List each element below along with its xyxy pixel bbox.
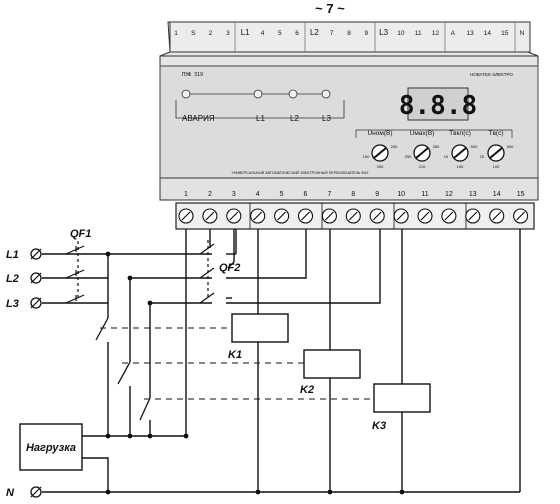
bottom-terminal-number: 14	[493, 191, 501, 198]
knob-label: Uмах(В)	[410, 130, 435, 137]
line-label: L2	[6, 273, 19, 285]
device-number: ~ 7 ~	[315, 1, 345, 16]
bottom-terminal-number: 3	[232, 191, 236, 198]
device-brand: НОВАТЕК-ЭЛЕКТРО	[470, 72, 513, 77]
device-model: ПЭФ 319	[182, 72, 203, 78]
top-terminal-label: 9	[364, 30, 368, 37]
knob-tick: 600	[471, 144, 478, 149]
bottom-terminal-number: 9	[375, 191, 379, 198]
knob-tick: 20	[480, 154, 485, 159]
top-terminal-label: 2	[209, 30, 213, 37]
load-box	[19, 423, 83, 471]
k3-coil	[373, 383, 431, 413]
top-terminal-label: 10	[397, 30, 405, 37]
knob-tick: 10	[444, 154, 449, 159]
top-terminal-strip	[169, 21, 531, 53]
k1-label: K1	[228, 349, 242, 361]
l2-led	[288, 89, 298, 99]
qf2-label: QF2	[219, 262, 240, 274]
top-terminal-label: A	[451, 30, 456, 37]
alarm-led	[181, 89, 191, 99]
terminal-screws	[178, 203, 529, 229]
bottom-terminal-number: 10	[397, 191, 405, 198]
top-terminal-label: 15	[501, 30, 509, 37]
knob-label: Tвкл(с)	[449, 130, 471, 137]
load-label: Нагрузка	[26, 442, 76, 454]
line-label: L1	[6, 249, 19, 261]
top-terminal-label: 12	[432, 30, 440, 37]
bottom-terminal-number: 11	[421, 191, 428, 198]
l3-led	[321, 89, 331, 99]
setting-knobs: Uном(В) 150 250 200 Uмах(В) 250 210 280 Tвкл(с) 1…	[363, 130, 514, 169]
qf2-breaker	[199, 240, 215, 304]
bottom-terminal-number: 7	[327, 191, 331, 198]
bottom-terminal-number: 13	[469, 191, 477, 198]
top-terminal-label: 11	[415, 30, 422, 37]
k2-label: K2	[300, 384, 314, 396]
knob-label: Uном(В)	[367, 130, 392, 137]
top-terminal-label: 8	[347, 30, 351, 37]
l3-label: L3	[322, 114, 331, 123]
device-caption: УНИВЕРСАЛЬНЫЙ АВТОМАТИЧЕСКИЙ ЭЛЕКТРОННЫЙ…	[232, 171, 369, 175]
top-terminal-label: 5	[278, 30, 282, 37]
knob-tick: 100	[457, 164, 464, 169]
l2-label: L2	[290, 114, 299, 123]
l1-led	[253, 89, 263, 99]
top-terminal-label: 6	[295, 30, 299, 37]
knob-tick: 100	[493, 164, 500, 169]
bottom-terminal-number: 15	[517, 191, 525, 198]
bottom-terminal-number: 6	[304, 191, 308, 198]
top-terminal-label: L1	[241, 28, 250, 37]
line-label: L3	[6, 298, 19, 310]
display-digits: 8.8.8	[399, 91, 477, 121]
alarm-label: АВАРИЯ	[182, 114, 215, 123]
top-terminal-label: L2	[310, 28, 319, 37]
front-panel	[159, 65, 539, 179]
bottom-terminal-number: 8	[351, 191, 355, 198]
knob-tick: 150	[363, 154, 370, 159]
qf1-label: QF1	[70, 228, 91, 240]
k2-coil	[303, 349, 361, 379]
top-terminal-label: 7	[330, 30, 334, 37]
k1-coil	[231, 313, 289, 343]
top-terminal-label: 4	[261, 30, 265, 37]
top-terminal-label: N	[520, 30, 525, 37]
knob-tick: 500	[507, 144, 514, 149]
top-terminal-label: L3	[379, 28, 388, 37]
l1-label: L1	[256, 114, 265, 123]
knob-label: Tв(с)	[488, 130, 503, 137]
top-terminal-label: S	[191, 30, 196, 37]
knob-tick: 280	[433, 144, 440, 149]
bottom-terminal-number: 5	[280, 191, 284, 198]
top-terminal-labels: 1 S 2 3 L1 4 5 6 L2 7 8 9 L3 10 11 12 A 13 14 15 N	[174, 22, 525, 52]
led-display	[407, 87, 469, 121]
top-terminal-label: 3	[226, 30, 230, 37]
knob-tick: 250	[405, 154, 412, 159]
knob-tick: 210	[419, 164, 426, 169]
bottom-terminal-number: 12	[445, 191, 453, 198]
contactor-contacts	[95, 317, 151, 421]
bottom-terminal-number: 1	[184, 191, 188, 198]
top-terminal-label: 14	[484, 30, 492, 37]
top-terminal-label: 13	[466, 30, 474, 37]
mechanical-links	[100, 327, 374, 400]
top-terminal-label: 1	[174, 30, 178, 37]
bottom-terminal-number: 4	[256, 191, 260, 198]
qf1-breaker	[65, 241, 85, 304]
wiring	[42, 229, 521, 493]
line-label: N	[6, 487, 15, 499]
knob-tick: 250	[377, 164, 384, 169]
k3-label: K3	[372, 420, 386, 432]
knob-tick: 200	[391, 144, 398, 149]
bottom-terminal-number: 2	[208, 191, 212, 198]
junction-dots	[105, 251, 405, 495]
